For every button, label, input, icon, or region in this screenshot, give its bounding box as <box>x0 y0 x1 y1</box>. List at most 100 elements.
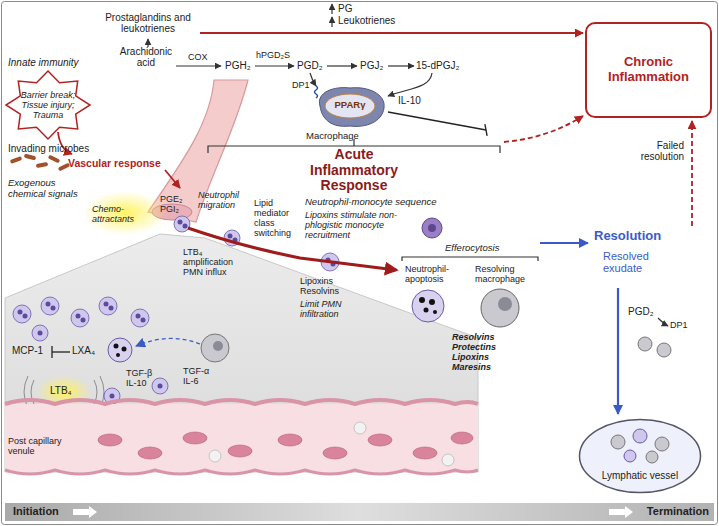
pathway-arrows <box>255 65 294 66</box>
macrophage-cells <box>481 289 519 327</box>
apoptotic-neutrophil <box>412 290 444 322</box>
lymphatic-vessel-shape <box>633 429 647 443</box>
post-capillary-venule <box>98 434 122 446</box>
apoptotic-neutrophil <box>424 308 429 313</box>
lymphatic-vessel-shape <box>655 437 669 451</box>
text-label: PG <box>338 3 352 14</box>
text-label: Failed resolution <box>614 140 684 162</box>
timeline-band-shape <box>73 506 97 518</box>
lymphatic-vessel-shape <box>578 418 702 494</box>
text-label: Acute Inflammatory Response <box>294 147 414 194</box>
cell-nuclei <box>109 306 114 311</box>
cell-nuclei <box>183 224 188 229</box>
text-label: LXA₄ <box>72 345 95 356</box>
bacteria <box>36 162 49 168</box>
lymphatic-vessel-shape <box>580 420 701 493</box>
outcome-box: Chronic Inflammation <box>585 22 712 118</box>
neutrophil-cells <box>71 309 89 327</box>
apoptotic-neutrophil <box>433 310 437 314</box>
node-text: Lymphatic vessel <box>578 470 702 481</box>
text-label: MCP-1 <box>12 345 43 356</box>
lymphatic-vessel-shape <box>646 451 658 463</box>
post-capillary-venule <box>5 400 478 404</box>
trigger-star-shape <box>6 71 90 139</box>
post-capillary-venule <box>209 422 454 466</box>
trigger-star: Barrier break; Tissue injury; Trauma <box>5 70 91 140</box>
tissue-inset <box>5 234 478 472</box>
red-arrows <box>504 116 583 142</box>
pathway-arrows <box>147 39 148 47</box>
cell-nuclei <box>178 220 183 225</box>
post-capillary-venule <box>278 434 302 446</box>
apoptotic-neutrophil <box>108 338 132 362</box>
inhibition-line <box>51 346 52 358</box>
text-label: Vascular response <box>68 158 161 170</box>
apoptotic-neutrophil <box>114 344 119 349</box>
neutrophil-cells <box>99 297 117 315</box>
pathway-arrows <box>176 65 221 66</box>
post-capillary-venule <box>413 447 437 459</box>
post-capillary-venule <box>323 447 347 459</box>
cell-nuclei <box>23 314 28 319</box>
tissue-inset <box>36 375 92 409</box>
cell-nuclei <box>18 220 336 399</box>
macrophage-cells <box>638 337 652 351</box>
text-label: PGE₂ PGI₂ <box>160 194 190 214</box>
node-text: Chronic Inflammation <box>589 55 708 84</box>
text-label: PGD₂ <box>628 306 654 317</box>
text-label: LTB₄ <box>50 385 72 396</box>
pathway-arrows <box>331 4 332 14</box>
apoptotic-neutrophil <box>429 299 435 305</box>
text-label: Resolving macrophage <box>475 264 535 284</box>
cell-nuclei <box>51 306 56 311</box>
text-label: Invading microbes <box>8 143 89 154</box>
text-label: LTB₄ amplification PMN influx <box>183 247 245 277</box>
macrophage-cells <box>657 343 671 357</box>
post-capillary-venule <box>5 400 478 474</box>
timeline-band-shape <box>609 506 633 518</box>
inhibition-line <box>485 124 487 136</box>
pathway-arrows <box>388 73 432 96</box>
neutrophil-cells <box>13 216 339 421</box>
text-label: Chemo-attractants <box>92 204 147 224</box>
text-label: TGF-β IL-10 <box>126 368 164 388</box>
inhibition-line <box>52 112 487 358</box>
text-label: hPGD₂S <box>256 50 290 60</box>
pathway-arrows <box>310 73 316 86</box>
bracket <box>402 257 538 261</box>
neutrophil-cells <box>32 325 48 341</box>
macrophage-cells <box>498 297 512 311</box>
text-label: PGD₂ <box>297 60 323 71</box>
node-text: Macrophage <box>306 131 359 142</box>
bacteria <box>10 156 23 164</box>
post-capillary-venule <box>451 432 473 444</box>
node-text: Barrier break; Tissue injury; Trauma <box>17 90 79 120</box>
cell-nuclei <box>104 302 109 307</box>
cell-nuclei <box>136 314 141 319</box>
post-capillary-venule <box>5 404 478 472</box>
tissue-inset <box>5 234 478 472</box>
text-label: IL-10 <box>398 95 421 106</box>
lymphatic-vessel-shape <box>624 450 636 462</box>
macrophage-cell: MacrophagePPARγ <box>312 84 388 144</box>
blue-arrows <box>540 242 588 244</box>
red-arrows <box>200 32 583 34</box>
text-label: Arachidonic acid <box>116 46 176 68</box>
chemoattractant-glow <box>83 191 167 235</box>
red-arrows <box>165 170 180 188</box>
pathway-arrows <box>331 17 332 27</box>
post-capillary-venule <box>98 432 473 459</box>
neutrophil-cells <box>41 297 59 315</box>
neutrophil-cells <box>131 309 149 327</box>
text-label: Innate immunity <box>8 57 79 68</box>
text-label: Limit PMN infiltration <box>300 299 360 319</box>
pathway-arrows <box>388 65 414 66</box>
text-label: DP1 <box>292 80 310 90</box>
text-label: Resolution <box>594 229 661 244</box>
node-text: Initiation <box>13 505 59 517</box>
post-capillary-venule <box>368 434 392 446</box>
text-label: Lipoxins Resolvins <box>300 276 355 296</box>
apoptotic-neutrophil <box>122 347 127 352</box>
text-label: Neutrophil-apoptosis <box>405 264 460 284</box>
cell-nuclei <box>46 302 51 307</box>
